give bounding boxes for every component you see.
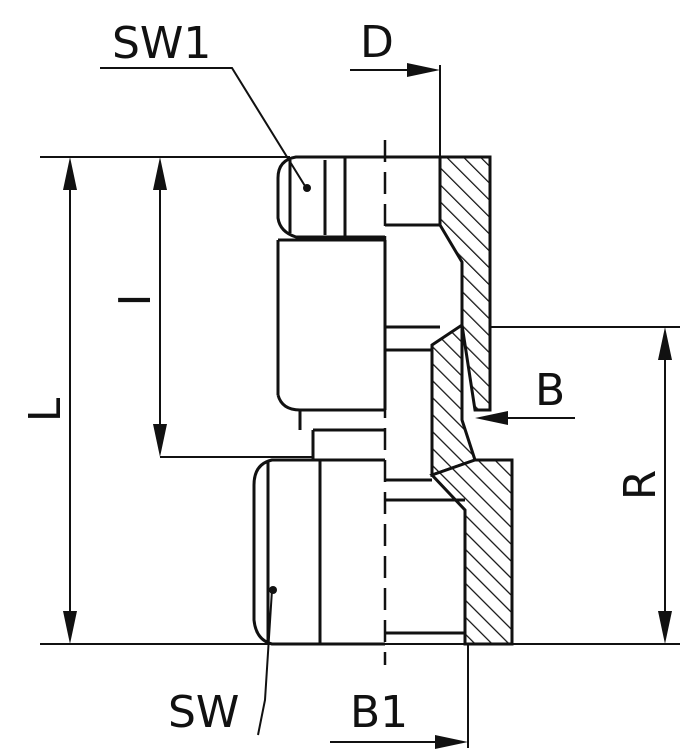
sw-leader [257,589,273,736]
pipe-body [276,238,440,460]
dimension-b [475,411,575,425]
dimension-i [153,157,313,458]
label-i: I [110,294,161,307]
label-r: R [615,470,666,501]
label-d: D [360,17,394,68]
label-sw1: SW1 [112,18,211,69]
label-b: B [535,365,565,416]
lower-nut [252,458,385,646]
label-sw: SW [168,687,239,738]
lower-nut-section [429,458,514,646]
dimension-d [350,63,441,157]
dimension-l [40,156,290,644]
label-b1: B1 [350,687,408,738]
upper-nut-section [438,155,492,412]
dimension-b1 [330,644,469,749]
sw1-leader [100,67,306,187]
dimension-r [490,326,680,644]
label-l: L [20,397,71,422]
body-section [430,322,477,478]
lower-nut-marker [269,586,277,594]
